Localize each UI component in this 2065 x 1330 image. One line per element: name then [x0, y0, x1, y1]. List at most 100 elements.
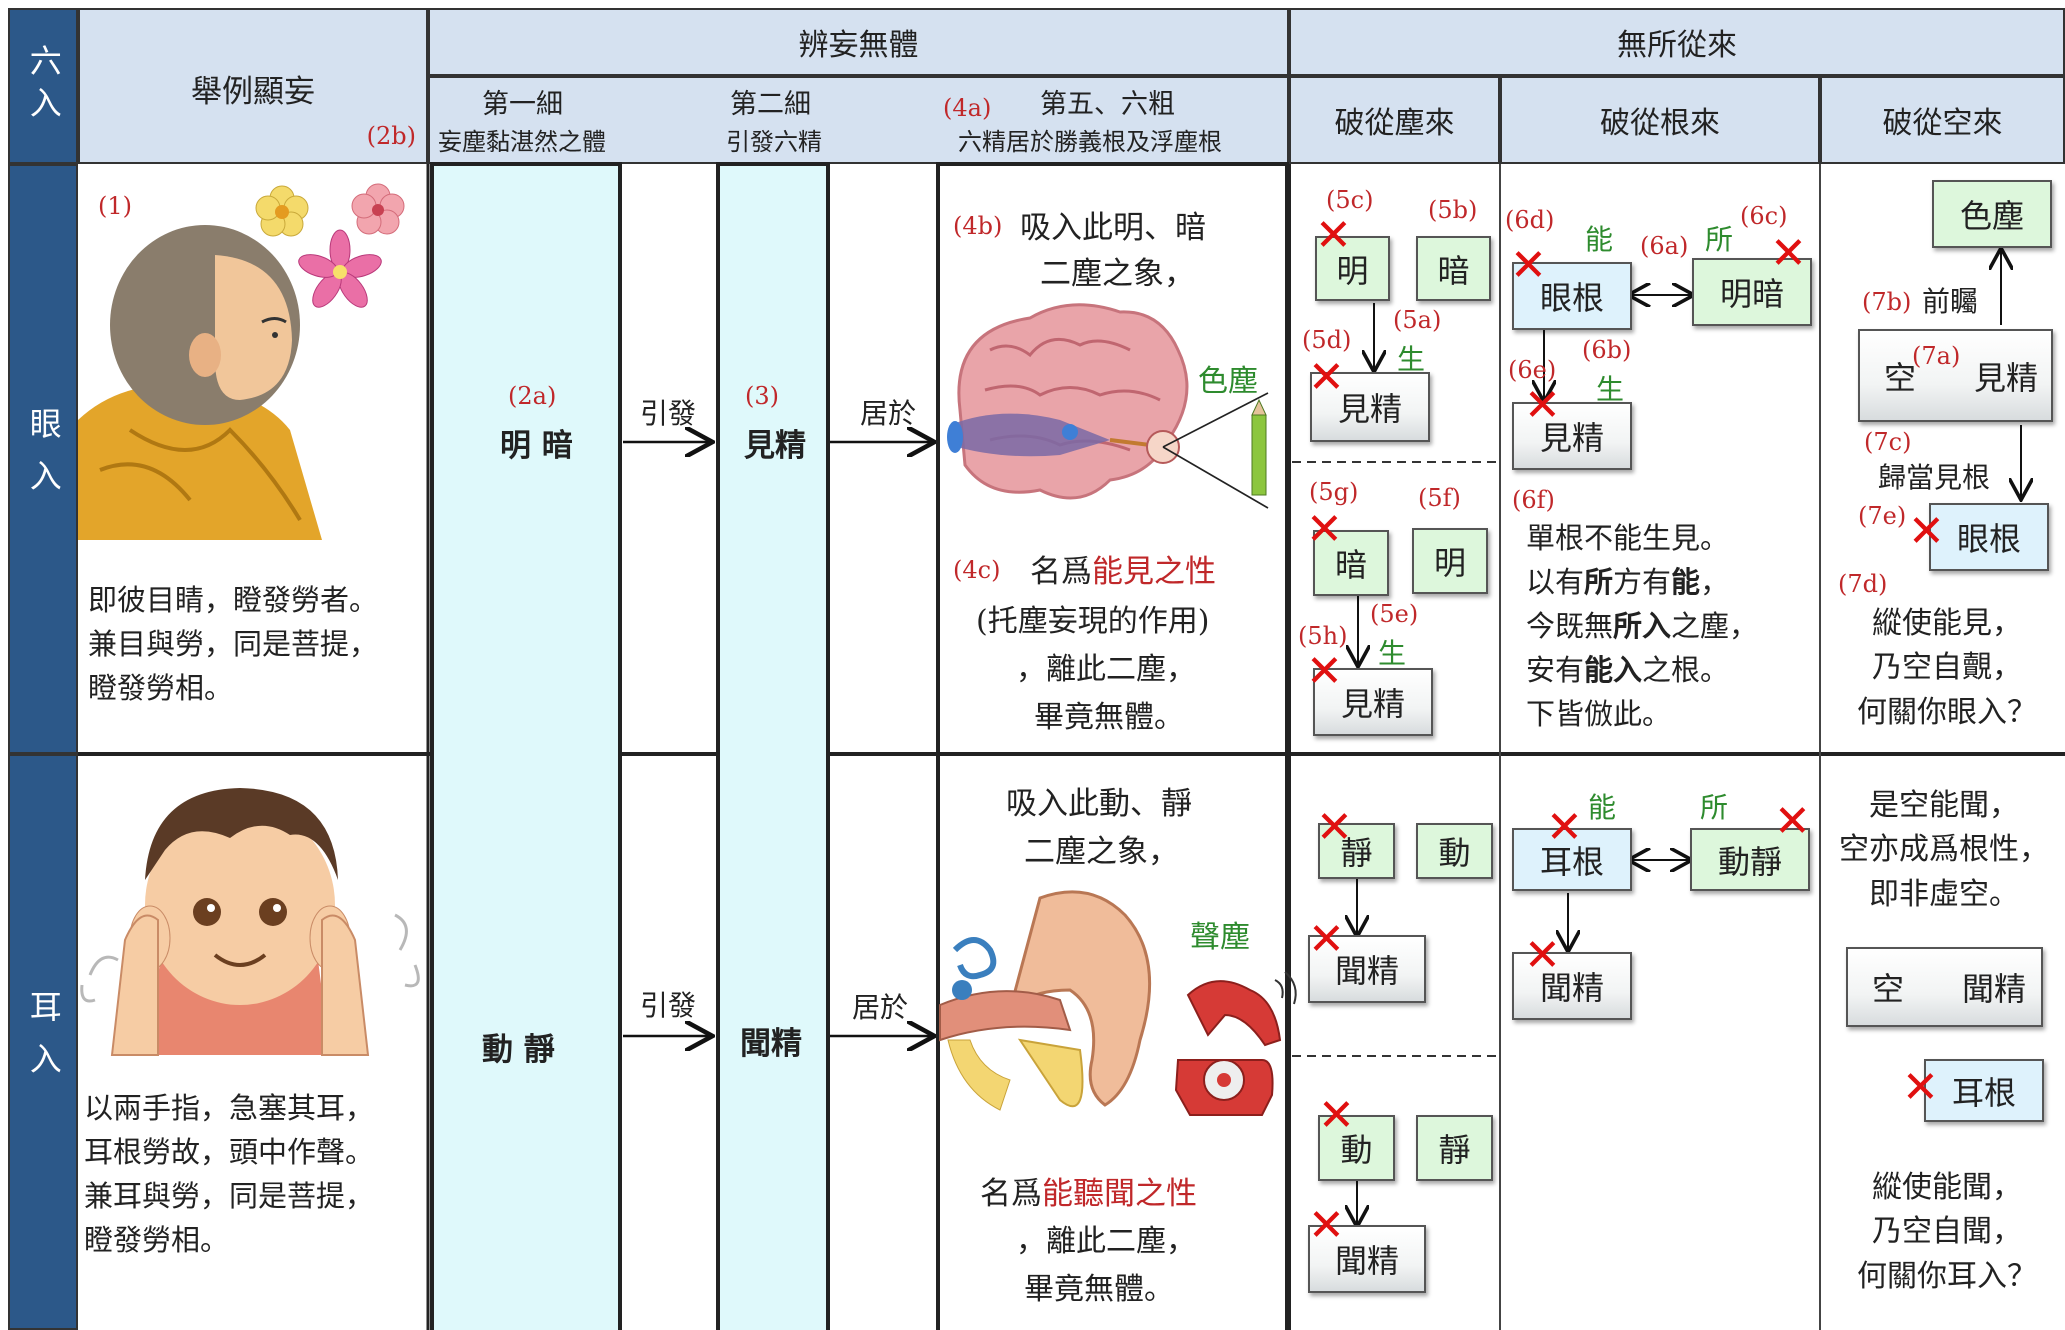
ear-space-intro-line: 空亦成爲根性，	[1839, 832, 2049, 868]
dark-dust-box: 暗	[1416, 236, 1491, 301]
space-conclusion-line: 乃空自覿，	[1872, 650, 2022, 686]
cross-icon: ✕	[1315, 210, 1352, 261]
cross-icon: ✕	[1510, 240, 1547, 291]
ear-example-line: 以兩手指，急塞其耳，	[84, 1091, 375, 1125]
brain-color-dust-label: 色塵	[1198, 364, 1258, 399]
seeing-essence-label: 見精	[1974, 358, 2039, 397]
tag-4c: (4c)	[953, 556, 1001, 584]
from-space-header: 破從空來	[1820, 76, 2065, 164]
cross-icon: ✕	[1308, 352, 1345, 403]
ear-leave-dust: ，離此二塵，	[1016, 1224, 1196, 1259]
eye-dust-pair: 明 暗	[500, 428, 573, 464]
tag-3: (3)	[745, 382, 779, 410]
text-span-bold: 所入	[1613, 609, 1672, 644]
return-to-root-label: 歸當見根	[1878, 461, 1991, 494]
cross-icon: ✕	[1524, 930, 1561, 981]
bright-dust-box: 明	[1315, 236, 1390, 301]
root-explanation-line: 以有所方有能，	[1526, 560, 1758, 604]
example-header: 舉例顯妄(2b)	[78, 8, 428, 164]
space-to-seeing-box: 空 見精	[1858, 329, 2053, 422]
root-explanation-line: 安有能入之根。	[1526, 648, 1758, 692]
ear-name-prefix: 名爲	[980, 1176, 1042, 1212]
ear-space-conclusion-line: 乃空自聞，	[1872, 1214, 2022, 1250]
tag-7d: (7d)	[1838, 570, 1888, 598]
space-label: 空	[1884, 358, 1917, 397]
moving-still-box: 動靜	[1690, 828, 1810, 891]
second-subtle-subtitle: 引發六精	[726, 128, 822, 156]
fifth-coarse-tag: (4a)	[943, 94, 992, 122]
first-subtle-title: 第一細	[482, 89, 563, 120]
ear-arrow-reside-label: 居於	[852, 991, 909, 1024]
eye-example-line: 兼目與勞，同是菩提，	[88, 627, 379, 662]
no-body-title: 辨妄無體	[798, 28, 919, 63]
tag-2a: (2a)	[508, 382, 557, 410]
able-label: 能	[1585, 223, 1614, 256]
text-span-bold: 能入	[1584, 653, 1643, 688]
text-span: 方有	[1613, 565, 1672, 600]
eye-entrance-label: 眼入	[24, 407, 63, 511]
row-label-eye: 眼入	[8, 164, 78, 754]
sound-dust-label: 聲塵	[1190, 920, 1250, 955]
moving-dust-box: 動	[1318, 1115, 1395, 1181]
space-conclusion: 縱使能見， 乃空自覿， 何關你眼入？	[1832, 602, 2062, 735]
ear-example-text: 以兩手指，急塞其耳， 耳根勞故，頭中作聲。 兼耳與勞，同是菩提， 瞪發勞相。	[84, 1086, 374, 1262]
text-span: 之塵，	[1671, 609, 1759, 644]
look-forward-label: 前矚	[1922, 285, 1979, 318]
tag-6e: (6e)	[1508, 356, 1557, 384]
first-subtle-column	[430, 162, 622, 1330]
tag-5h: (5h)	[1298, 622, 1348, 650]
seeing-essence-box: 見精	[1313, 668, 1433, 736]
from-root-title: 破從根來	[1600, 106, 1720, 141]
text-span: 以有	[1526, 565, 1585, 600]
space-conclusion-line: 縱使能見，	[1872, 606, 2022, 641]
bright-dust-box: 明	[1412, 528, 1488, 594]
cross-icon: ✕	[1546, 802, 1583, 853]
seeing-essence-box: 見精	[1310, 372, 1430, 442]
tag-6c: (6c)	[1740, 202, 1788, 230]
tag-7b: (7b)	[1862, 288, 1912, 316]
still-dust-box: 靜	[1318, 823, 1395, 879]
eye-arrow-trigger-label: 引發	[640, 397, 697, 430]
bright-dark-box: 明暗	[1692, 258, 1812, 326]
eye-essence: 見精	[744, 428, 806, 464]
ear-space-intro: 是空能聞， 空亦成爲根性， 即非虛空。	[1826, 784, 2062, 917]
text-span: 今既無	[1526, 609, 1614, 644]
ear-space-intro-line: 是空能聞，	[1869, 788, 2019, 823]
fifth-coarse-column	[936, 162, 1289, 1330]
tag-5b: (5b)	[1428, 196, 1478, 224]
root-explanation: 單根不能生見。 以有所方有能， 今既無所入之塵， 安有能入之根。 下皆倣此。	[1526, 516, 1758, 736]
cross-icon: ✕	[1774, 796, 1811, 847]
root-explanation-line: 下皆倣此。	[1526, 697, 1672, 732]
root-explanation-line: 今既無所入之塵，	[1526, 604, 1758, 648]
fifth-coarse-header	[930, 76, 1289, 164]
eye-function-note: (托塵妄現的作用)	[976, 604, 1210, 639]
ear-example-line: 瞪發勞相。	[84, 1223, 230, 1258]
first-subtle-subtitle: 妄塵黏湛然之體	[438, 128, 606, 156]
from-root-header: 破從根來	[1500, 76, 1820, 164]
ear-space-conclusion-line: 何關你耳入？	[1857, 1258, 2037, 1294]
tag-7c: (7c)	[1864, 428, 1912, 456]
cross-icon: ✕	[1318, 1090, 1355, 1141]
eye-root-box: 眼根	[1929, 503, 2049, 571]
cross-icon: ✕	[1908, 506, 1945, 557]
ear-space-intro-line: 即非虛空。	[1869, 876, 2019, 912]
fifth-coarse-subtitle: 六精居於勝義根及浮塵根	[958, 128, 1222, 156]
ear-dust-pair: 動 靜	[482, 1032, 555, 1068]
eye-leave-dust: ，離此二塵，	[1016, 652, 1196, 687]
ear-root-box: 耳根	[1512, 828, 1632, 891]
six-entrances-header: 六入	[8, 8, 78, 164]
color-dust-box: 色塵	[1932, 180, 2052, 248]
text-span: ，	[1700, 565, 1730, 600]
hearing-essence-box: 聞精	[1512, 952, 1632, 1020]
row-label-ear: 耳入	[8, 754, 78, 1330]
eye-dust-arise-label: 生	[1378, 637, 1407, 670]
eye-absorb-line2: 二塵之象，	[1040, 256, 1195, 292]
object-label: 所	[1700, 791, 1729, 824]
ear-space-conclusion: 縱使能聞， 乃空自聞， 何關你耳入？	[1832, 1166, 2062, 1299]
eye-arrow-reside-label: 居於	[860, 397, 917, 430]
eye-seeing-nature: 名爲能見之性	[1030, 546, 1216, 591]
space-to-hearing-box: 空聞精	[1846, 947, 2043, 1027]
